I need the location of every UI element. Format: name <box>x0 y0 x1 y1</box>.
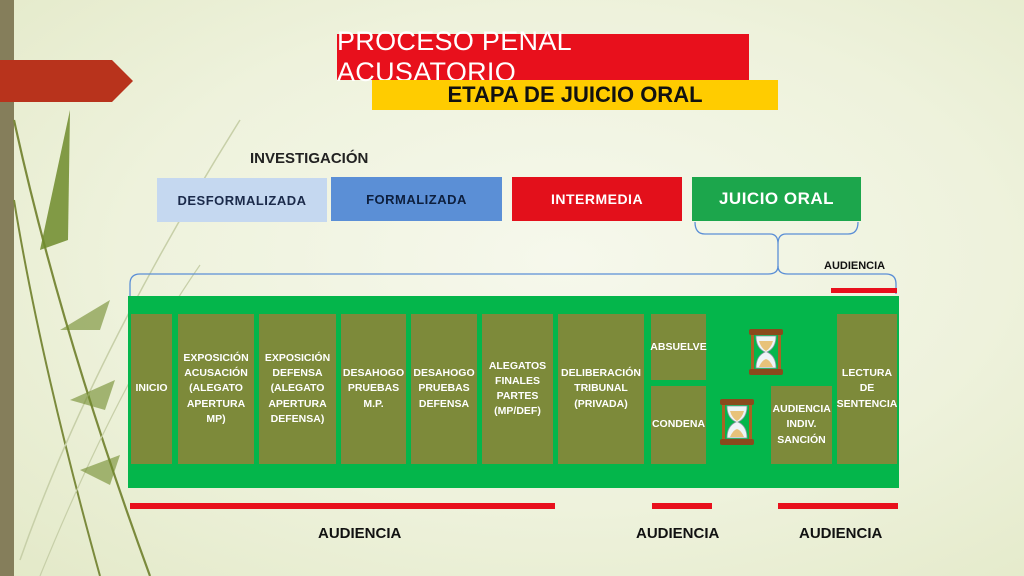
audiencia-bar-3 <box>778 503 898 509</box>
audiencia-label-1: AUDIENCIA <box>318 525 402 542</box>
page-subtitle: ETAPA DE JUICIO ORAL <box>372 80 778 110</box>
connector-braces <box>129 221 897 296</box>
audiencia-top-label: AUDIENCIA <box>824 260 886 272</box>
step-alegatos-finales: ALEGATOS FINALES PARTES (MP/DEF) <box>482 314 553 464</box>
step-exposicion-acusacion: EXPOSICIÓN ACUSACIÓN (ALEGATO APERTURA M… <box>178 314 254 464</box>
left-decor-bar <box>0 0 14 576</box>
audiencia-top-bar <box>831 288 897 293</box>
step-deliberacion: DELIBERACIÓN TRIBUNAL (PRIVADA) <box>558 314 644 464</box>
stage-intermedia: INTERMEDIA <box>512 177 682 221</box>
hourglass-icon <box>720 399 754 445</box>
audiencia-bar-2 <box>652 503 712 509</box>
step-audiencia-sancion: AUDIENCIA INDIV. SANCIÓN <box>771 386 832 464</box>
audiencia-label-3: AUDIENCIA <box>799 525 883 542</box>
step-lectura-sentencia: LECTURA DE SENTENCIA <box>837 314 897 464</box>
stage-desformalizada: DESFORMALIZADA <box>157 178 327 222</box>
audiencia-bar-1 <box>130 503 555 509</box>
stage-juicio-oral: JUICIO ORAL <box>692 177 861 221</box>
step-inicio: INICIO <box>131 314 172 464</box>
investigacion-label: INVESTIGACIÓN <box>250 150 369 167</box>
step-condena: CONDENA <box>651 386 706 464</box>
step-exposicion-defensa: EXPOSICIÓN DEFENSA (ALEGATO APERTURA DEF… <box>259 314 336 464</box>
hourglass-icon <box>749 329 783 375</box>
step-absuelve: ABSUELVE <box>650 314 707 380</box>
arrow-tab-icon <box>0 60 133 102</box>
audiencia-label-2: AUDIENCIA <box>636 525 720 542</box>
stage-formalizada: FORMALIZADA <box>331 177 502 221</box>
step-desahogo-mp: DESAHOGO PRUEBAS M.P. <box>341 314 406 464</box>
step-desahogo-defensa: DESAHOGO PRUEBAS DEFENSA <box>411 314 477 464</box>
